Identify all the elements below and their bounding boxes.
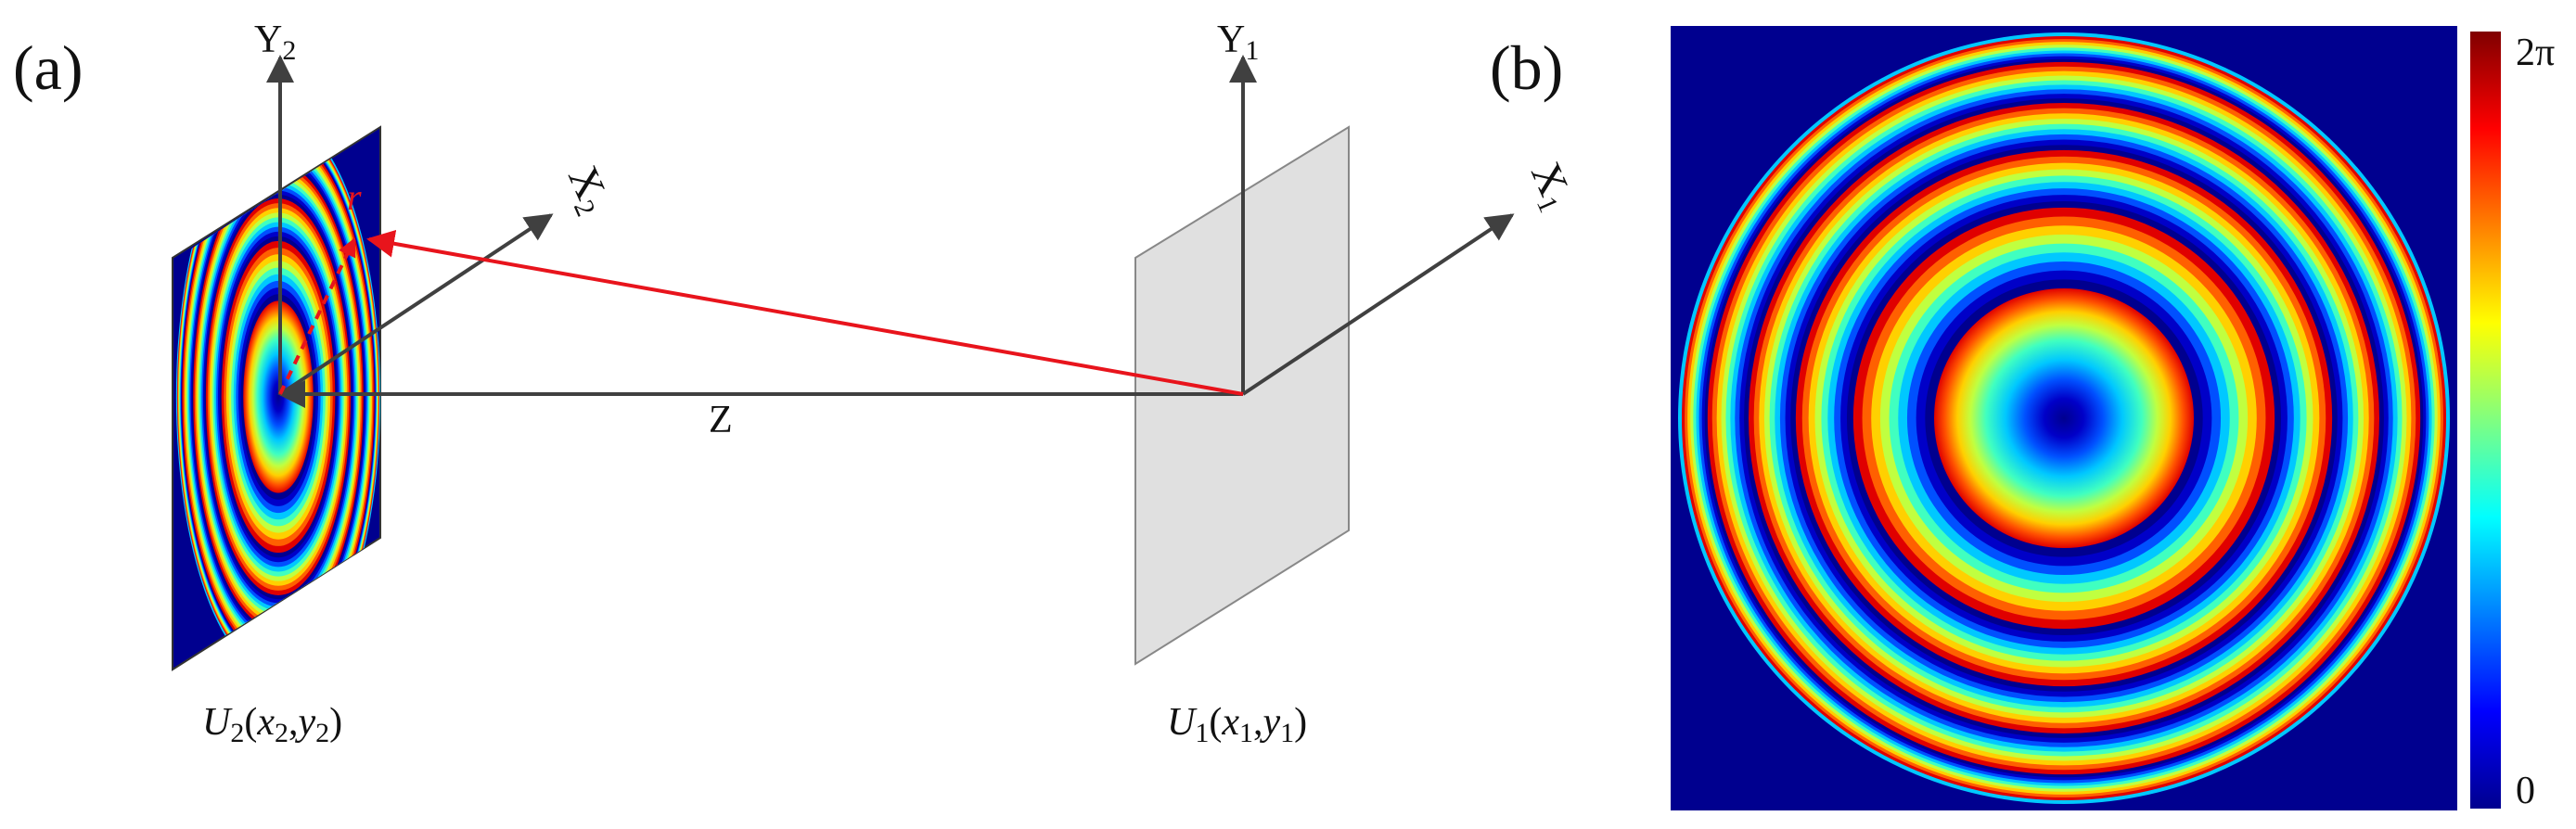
radius-label: r [347,176,362,218]
radius-arrow [278,237,356,395]
phase-map-rings [1678,32,2450,804]
colorbar [2470,32,2501,809]
propagation-ray [366,229,1244,396]
panel-b-label: (b) [1490,32,1563,103]
phase-center [1934,288,2194,548]
x1-axis-label: X1 [1518,155,1583,217]
colorbar-min-label: 0 [2516,770,2535,812]
output-plane-label: U2(x2,y2) [202,701,342,748]
z-axis-label: Z [709,399,733,441]
panel-a-label: (a) [13,32,83,103]
x2-axis-label: X2 [555,159,621,221]
input-plane-label: U1(x1,y1) [1167,701,1307,748]
y1-axis-label: Y1 [1217,19,1259,66]
panel-b: (b) 2π 0 [1490,26,2555,812]
colorbar-max-label: 2π [2516,32,2555,74]
y2-axis-label: Y2 [254,19,296,66]
x1-axis [1241,213,1515,396]
panel-a: (a) Y2 Y1 X2 X1 Z r [13,19,1583,748]
x2-axis [278,213,554,396]
